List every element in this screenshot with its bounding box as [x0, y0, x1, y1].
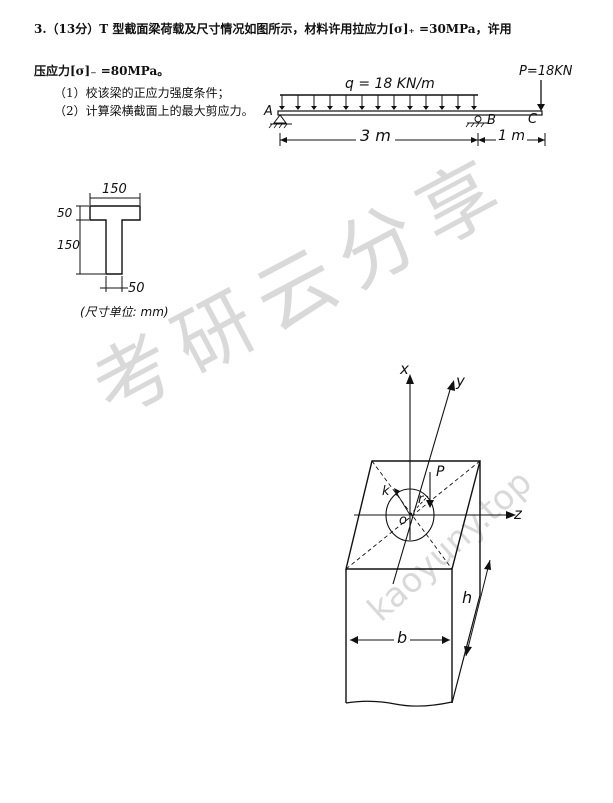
label-b: b [394, 628, 411, 647]
load-p-label: P=18KN [519, 64, 573, 79]
axis-y-line [392, 382, 453, 585]
axis-z-label: z [514, 505, 522, 523]
axis-y-label: y [456, 372, 465, 390]
task-2: （2）计算梁横截面上的最大剪应力。 [54, 104, 254, 118]
axis-x-label: x [400, 360, 409, 378]
problem-line-1: 3.（13分）T 型截面梁荷载及尺寸情况如图所示，材料许用拉应力[σ]₊ =30… [34, 22, 512, 36]
span-ab-label: 3 m [356, 126, 395, 145]
load-q-label: q = 18 KN/m [345, 76, 435, 92]
label-r: r [418, 492, 424, 507]
task-1: （1）校该梁的正应力强度条件； [54, 86, 230, 100]
distributed-load-arrows [281, 95, 475, 106]
label-o: o [399, 513, 407, 528]
flange-thickness-label: 50 [57, 206, 73, 220]
beam [277, 110, 543, 116]
flange-width-label: 150 [102, 182, 127, 197]
web-height-label: 150 [57, 238, 80, 252]
point-c-label: C [528, 112, 538, 127]
block-bottom-break [345, 700, 453, 707]
point-a-label: A [264, 104, 273, 119]
web-thickness-label: 50 [128, 281, 145, 296]
support-a [273, 114, 287, 124]
t-section-outline [89, 205, 141, 275]
label-p: P [436, 464, 445, 480]
label-h: h [462, 588, 473, 607]
problem-line-2: 压应力[σ]₋ =80MPa。 [34, 64, 170, 78]
label-k: k [382, 484, 390, 499]
point-b-label: B [487, 113, 496, 128]
span-bc-label: 1 m [496, 128, 527, 144]
unit-note: (尺寸单位: mm) [80, 305, 169, 319]
support-b [474, 115, 482, 123]
